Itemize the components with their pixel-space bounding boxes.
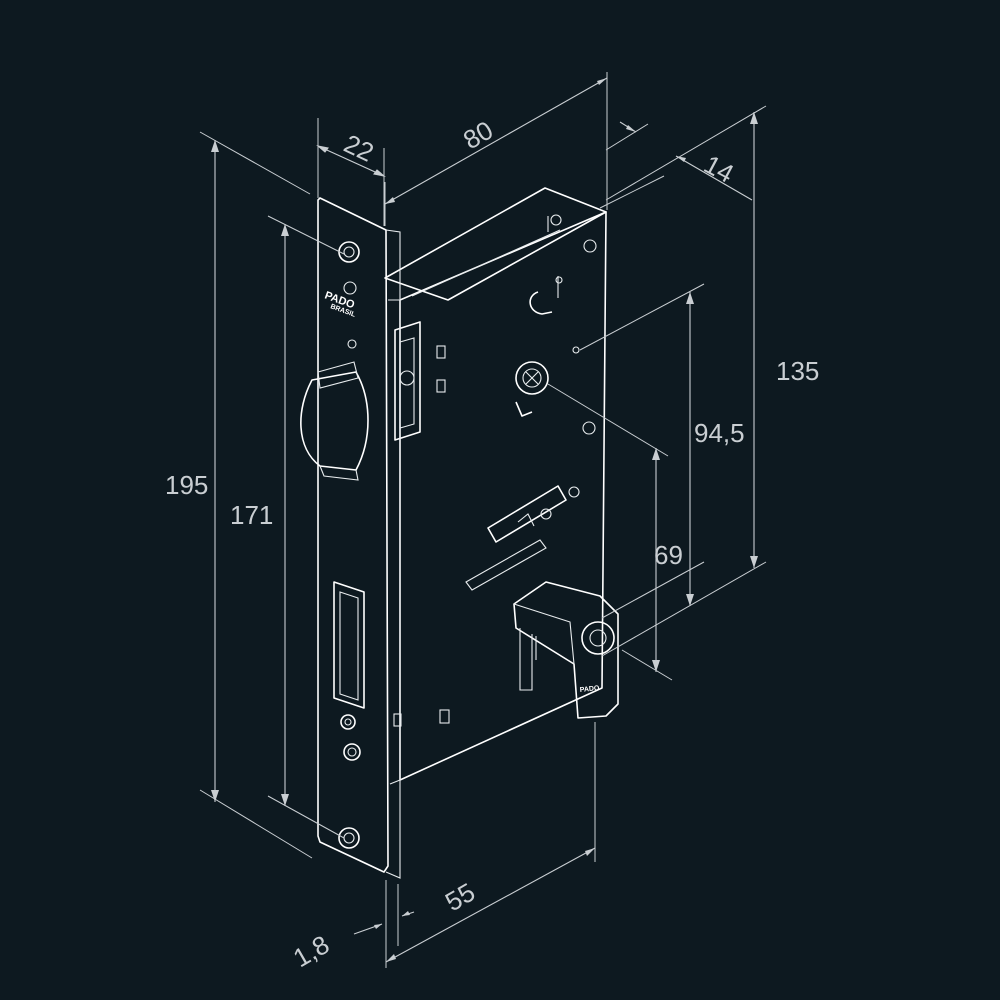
hook-feature — [529, 276, 563, 315]
dimension-backset — [385, 722, 596, 968]
dim-label-1-8: 1,8 — [288, 929, 334, 973]
dimension-total-height — [199, 131, 313, 859]
lock-case — [384, 187, 607, 785]
dim-label-135: 135 — [776, 356, 819, 386]
case-screw-holes — [550, 214, 597, 498]
dimension-case-thickness — [599, 121, 753, 209]
dim-label-69: 69 — [654, 540, 683, 570]
internal-lever — [465, 485, 567, 591]
dimension-faceplate-width — [316, 118, 386, 226]
dim-label-55: 55 — [440, 877, 480, 917]
follower-hub — [515, 361, 549, 417]
dimension-handle-to-cylinder — [547, 383, 673, 681]
dim-label-94-5: 94,5 — [694, 418, 745, 448]
dimension-case-depth — [384, 72, 608, 226]
dimension-faceplate-thickness — [353, 884, 415, 950]
latch-mechanism — [394, 321, 421, 441]
dim-label-14: 14 — [699, 149, 739, 189]
lock-cylinder — [513, 581, 619, 719]
dimension-screw-spacing — [267, 215, 345, 839]
case-slots — [393, 345, 450, 727]
dimension-handle-to-bottom — [579, 283, 705, 619]
dim-label-195: 195 — [165, 470, 208, 500]
dim-label-22: 22 — [339, 128, 378, 167]
dimension-case-height — [601, 105, 767, 657]
cylinder-brand-label: PADO — [579, 685, 600, 694]
dim-label-171: 171 — [230, 500, 273, 530]
faceplate — [300, 197, 401, 879]
dim-label-80: 80 — [458, 115, 498, 155]
